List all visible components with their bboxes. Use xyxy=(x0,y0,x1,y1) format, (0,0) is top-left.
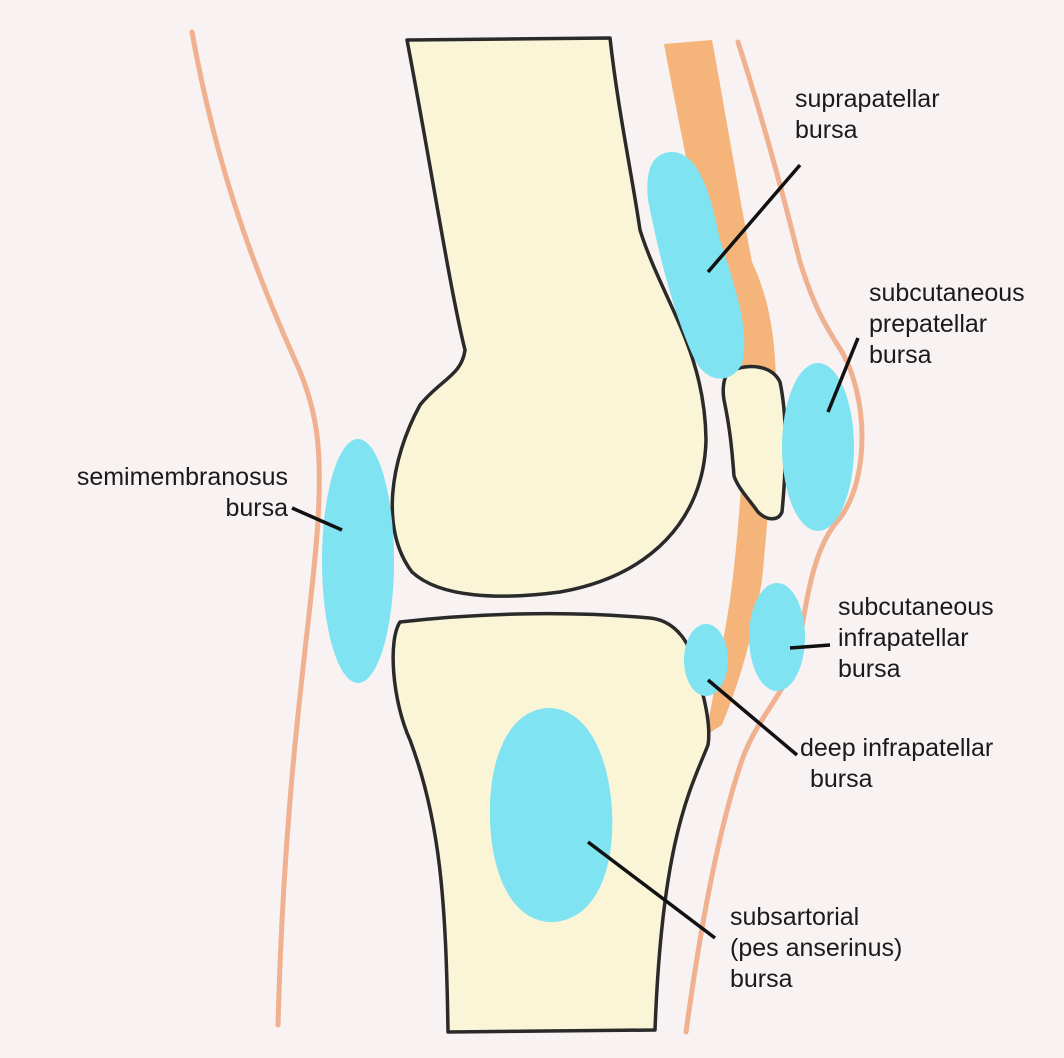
semimembranosus-bursa-label: semimembranosus bursa xyxy=(20,462,288,524)
subcutaneous-prepatellar-bursa-label: subcutaneous prepatellar bursa xyxy=(869,278,1025,371)
label-line: bursa xyxy=(869,340,1025,371)
patella-bone xyxy=(723,367,785,519)
label-line: bursa xyxy=(800,764,993,795)
subsartorial-bursa-label: subsartorial (pes anserinus) bursa xyxy=(730,902,902,995)
subsartorial-bursa-shape xyxy=(490,708,612,922)
label-line: bursa xyxy=(838,654,994,685)
label-line: infrapatellar xyxy=(838,623,994,654)
label-line: bursa xyxy=(795,115,940,146)
label-line: subsartorial xyxy=(730,902,902,933)
label-line: suprapatellar xyxy=(795,84,940,115)
deep-infrapatellar-bursa-label: deep infrapatellar bursa xyxy=(800,733,993,795)
label-line: (pes anserinus) xyxy=(730,933,902,964)
label-line: deep infrapatellar xyxy=(800,733,993,764)
subcutaneous-infrapatellar-bursa-label: subcutaneous infrapatellar bursa xyxy=(838,592,994,685)
label-line: bursa xyxy=(730,964,902,995)
label-line: bursa xyxy=(20,493,288,524)
subcutaneous-infrapatellar-bursa-shape xyxy=(749,583,805,691)
label-line: subcutaneous xyxy=(869,278,1025,309)
label-line: prepatellar xyxy=(869,309,1025,340)
prepatellar-bursa-shape xyxy=(782,363,854,531)
semimembranosus-bursa-shape xyxy=(322,439,394,683)
posterior-skin-outline xyxy=(192,32,319,1025)
label-line: semimembranosus xyxy=(20,462,288,493)
label-line: subcutaneous xyxy=(838,592,994,623)
deep-infrapatellar-bursa-shape xyxy=(684,624,728,696)
femur-bone xyxy=(392,38,706,596)
suprapatellar-bursa-label: suprapatellar bursa xyxy=(795,84,940,146)
